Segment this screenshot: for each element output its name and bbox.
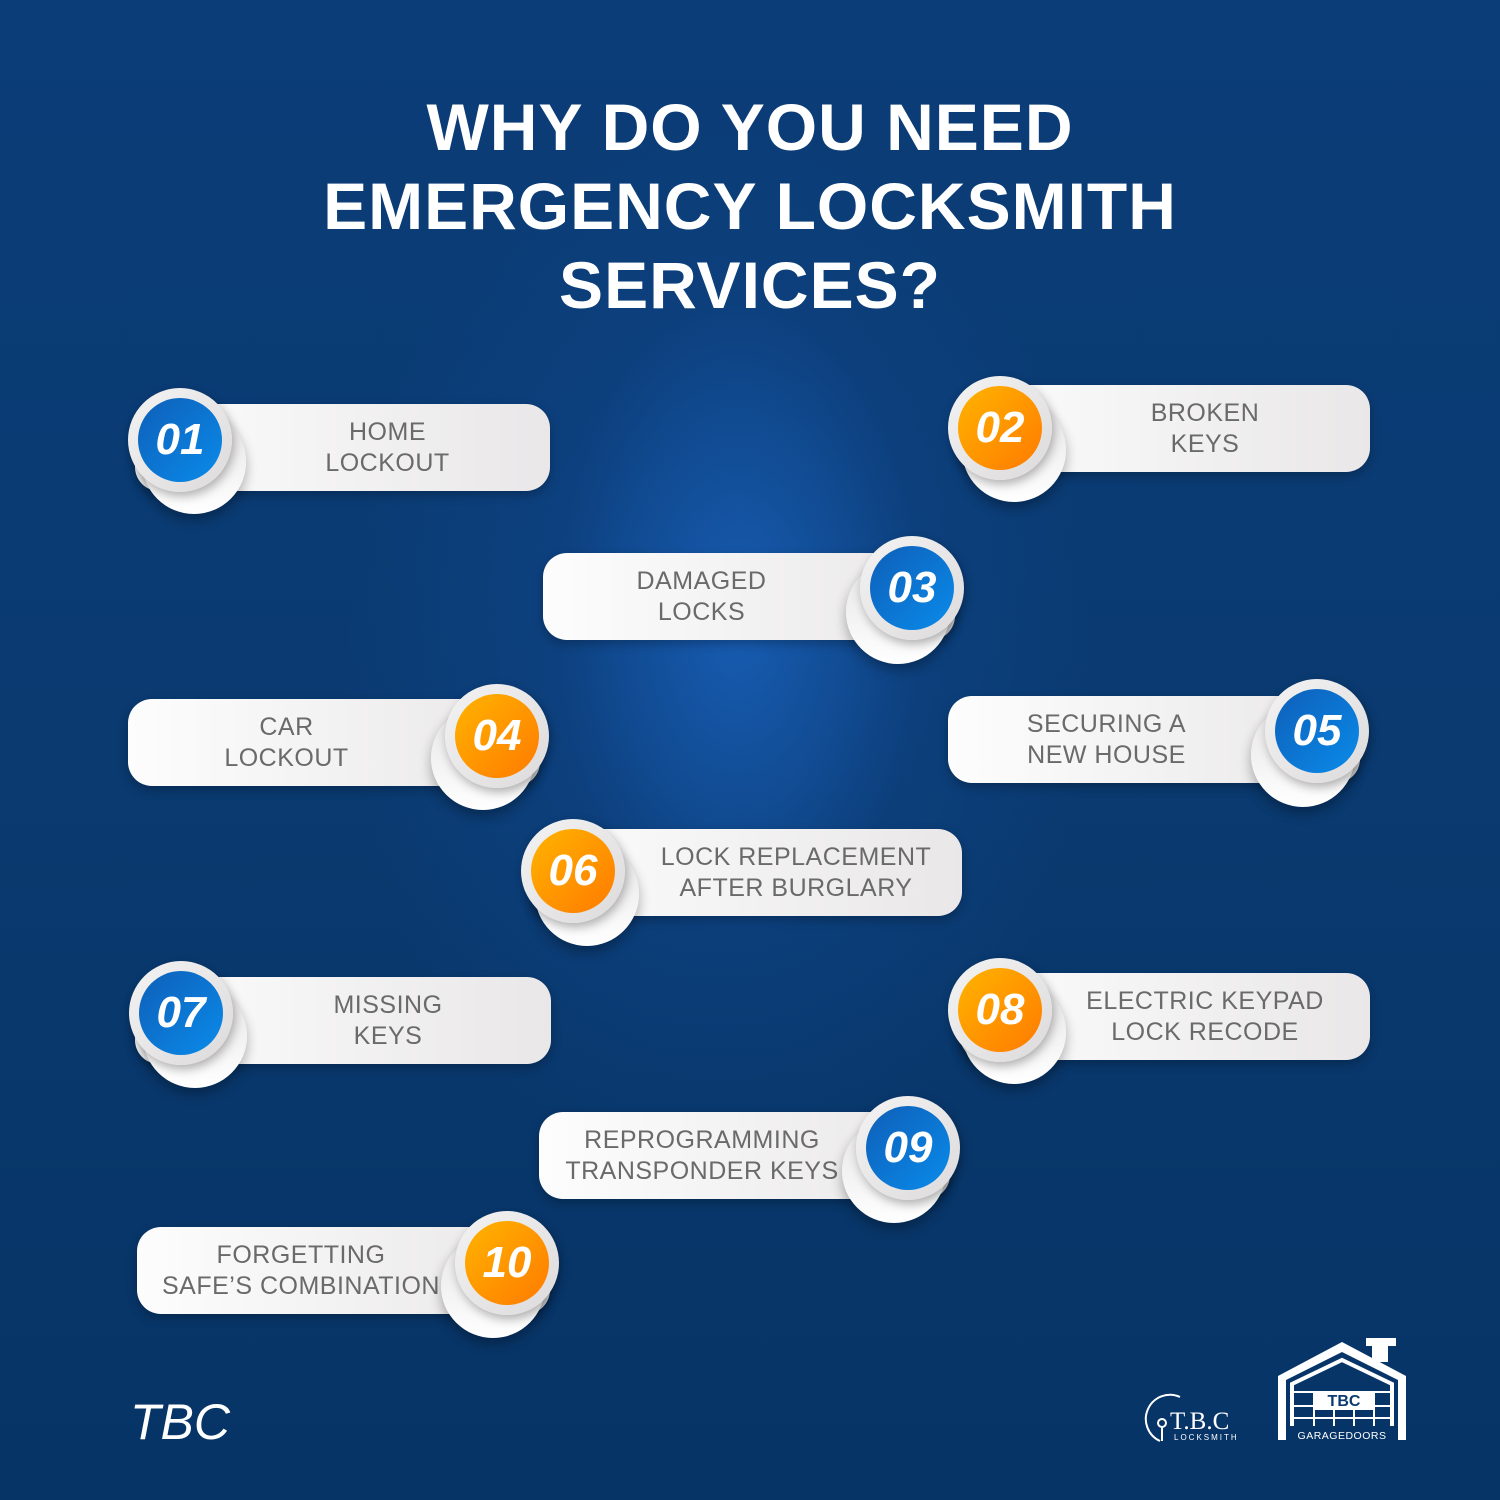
label-line: TRANSPONDER KEYS [565,1156,839,1185]
label-line: MISSING [333,990,443,1019]
brand-mark: TBC [130,1394,230,1450]
label-line: FORGETTING [216,1240,386,1269]
label-line: HOME [349,417,426,446]
number-badge: 07 [139,971,223,1055]
label-line: LOCKOUT [224,743,349,772]
number-badge: 06 [531,829,615,913]
title-line: SERVICES? [559,248,941,322]
label-line: LOCK REPLACEMENT [660,842,932,871]
svg-text:TBC: TBC [1328,1393,1361,1410]
garage-house-icon: TBC GARAGEDOORS [1278,1338,1406,1442]
number-badge: 05 [1275,689,1359,773]
title-line: WHY DO YOU NEED [426,90,1074,164]
label-line: KEYS [353,1021,423,1050]
label-line: CAR [259,712,314,741]
number-badge: 04 [455,694,539,778]
number-badge: 03 [870,546,954,630]
label-line: LOCKS [657,597,746,626]
number-badge: 01 [138,398,222,482]
label-line: LOCKOUT [325,448,450,477]
label-line: SECURING A [1026,709,1187,738]
key-ring-icon: T.B.C LOCKSMITH [1144,1393,1239,1442]
label-line: SAFE’S COMBINATION [161,1271,440,1300]
label-line: REPROGRAMMING [584,1125,820,1154]
number-badge: 02 [958,386,1042,470]
svg-text:T.B.C: T.B.C [1170,1408,1229,1435]
label-line: NEW HOUSE [1027,740,1186,769]
label-line: KEYS [1170,429,1240,458]
label-line: AFTER BURGLARY [679,873,913,902]
tbc-garage-doors-logo: TBC GARAGEDOORS [1274,1336,1410,1444]
svg-text:LOCKSMITH: LOCKSMITH [1174,1433,1239,1442]
number-badge: 09 [866,1106,950,1190]
svg-text:GARAGEDOORS: GARAGEDOORS [1298,1430,1387,1442]
page-title: WHY DO YOU NEED EMERGENCY LOCKSMITH SERV… [0,88,1500,325]
label-line: ELECTRIC KEYPAD [1086,986,1324,1015]
label-line: LOCK RECODE [1111,1017,1299,1046]
title-line: EMERGENCY LOCKSMITH [323,169,1177,243]
label-line: DAMAGED [636,566,767,595]
label-line: BROKEN [1150,398,1260,427]
number-badge: 10 [465,1221,549,1305]
number-badge: 08 [958,968,1042,1052]
tbc-locksmith-logo: T.B.C LOCKSMITH [1140,1385,1250,1445]
